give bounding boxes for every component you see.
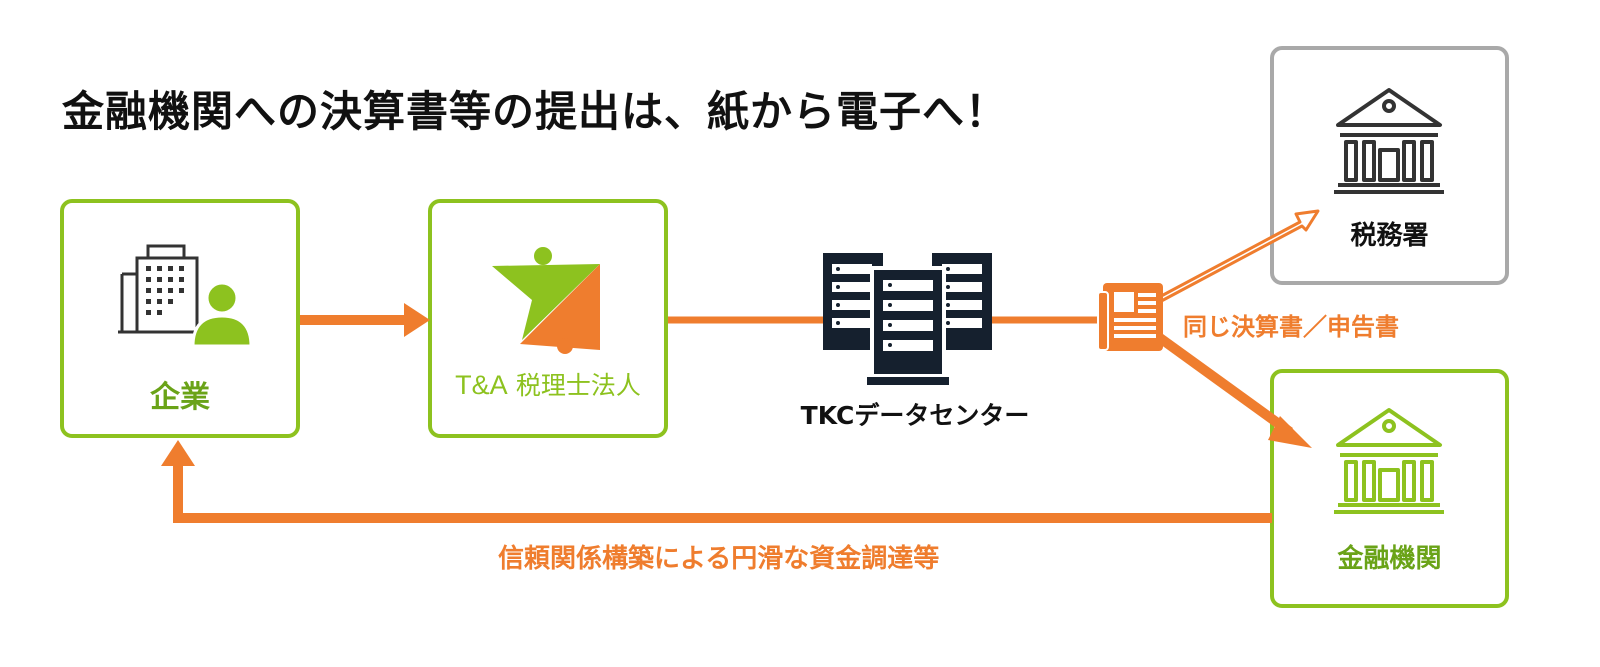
bank-box bbox=[1270, 369, 1509, 608]
bank-icon bbox=[1334, 88, 1444, 194]
company-label: 企業 bbox=[150, 380, 210, 415]
arrow-document-to-bank bbox=[1157, 333, 1312, 448]
bottom-flow-label: 信頼関係構築による円滑な資金調達等 bbox=[498, 544, 940, 574]
building-icon bbox=[118, 244, 212, 334]
same-statements-label: 同じ決算書／申告書 bbox=[1183, 313, 1399, 341]
person-icon bbox=[191, 281, 253, 348]
bank-label: 金融機関 bbox=[1337, 544, 1442, 574]
tax-firm-logo-text: T&A bbox=[455, 370, 508, 400]
datacenter-label: TKCデータセンター bbox=[800, 401, 1030, 430]
tax-firm-logo-icon bbox=[492, 247, 600, 354]
server-icon bbox=[823, 253, 992, 385]
tax-office-box bbox=[1270, 46, 1509, 285]
tax-firm-name: 税理士法人 bbox=[515, 371, 641, 400]
page-title: 金融機関への決算書等の提出は、紙から電子へ！ bbox=[62, 87, 1009, 136]
tax-firm-label: T&A 税理士法人 bbox=[430, 366, 666, 402]
tax-office-label: 税務署 bbox=[1350, 221, 1429, 251]
arrow-bank-to-company bbox=[161, 440, 1272, 523]
arrow-company-to-taxfirm bbox=[300, 303, 430, 337]
document-icon bbox=[1097, 283, 1163, 351]
bank-icon bbox=[1334, 408, 1444, 514]
arrow-document-to-taxoffice bbox=[1148, 209, 1320, 308]
